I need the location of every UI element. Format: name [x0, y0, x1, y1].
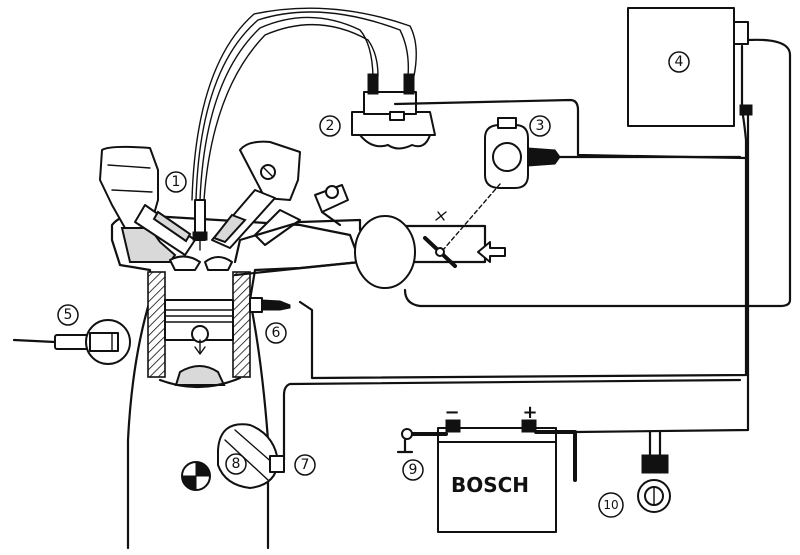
callout-5: 5	[57, 304, 79, 326]
air-inlet-arrow-icon	[477, 241, 506, 263]
distributor	[351, 73, 436, 150]
svg-text:10: 10	[603, 498, 618, 512]
callout-6: 6	[265, 322, 287, 344]
cylinder-head	[134, 140, 301, 271]
battery-positive-terminal: +	[522, 402, 537, 423]
svg-text:9: 9	[409, 462, 418, 478]
air-intake-housing	[99, 145, 177, 263]
wiring-harness	[282, 38, 792, 472]
engine-block	[110, 213, 362, 550]
knock-sensor	[12, 319, 131, 365]
callout-2: 2	[319, 115, 341, 137]
flywheel	[217, 423, 285, 489]
throttle-body	[354, 211, 506, 289]
battery-brand: BOSCH	[451, 473, 529, 497]
svg-text:1: 1	[172, 174, 181, 190]
callout-8: 8	[225, 453, 247, 475]
svg-text:8: 8	[232, 456, 241, 472]
callout-9: 9	[402, 459, 424, 481]
ignition-switch	[637, 454, 671, 513]
throttle-switch	[442, 117, 561, 251]
svg-text:4: 4	[675, 54, 684, 70]
callout-7: 7	[294, 454, 316, 476]
spark-plug	[192, 199, 208, 251]
callout-4: 4	[668, 51, 690, 73]
ignition-leads	[191, 7, 417, 201]
temperature-sensor	[249, 297, 291, 313]
battery-negative-terminal: −	[444, 402, 459, 423]
tdc-mark-icon	[181, 461, 211, 491]
svg-text:3: 3	[536, 118, 545, 134]
callout-1: 1	[165, 171, 187, 193]
callout-10: 10	[598, 492, 624, 518]
svg-text:7: 7	[301, 457, 310, 473]
callout-3: 3	[529, 115, 551, 137]
throttle-linkage	[314, 184, 349, 227]
cylinder-wall-left	[147, 271, 166, 378]
piston	[164, 299, 234, 386]
svg-text:6: 6	[272, 325, 281, 341]
svg-text:5: 5	[64, 307, 73, 323]
cylinder-wall-right	[232, 271, 251, 378]
svg-text:2: 2	[326, 118, 335, 134]
battery: BOSCH − +	[396, 402, 577, 533]
